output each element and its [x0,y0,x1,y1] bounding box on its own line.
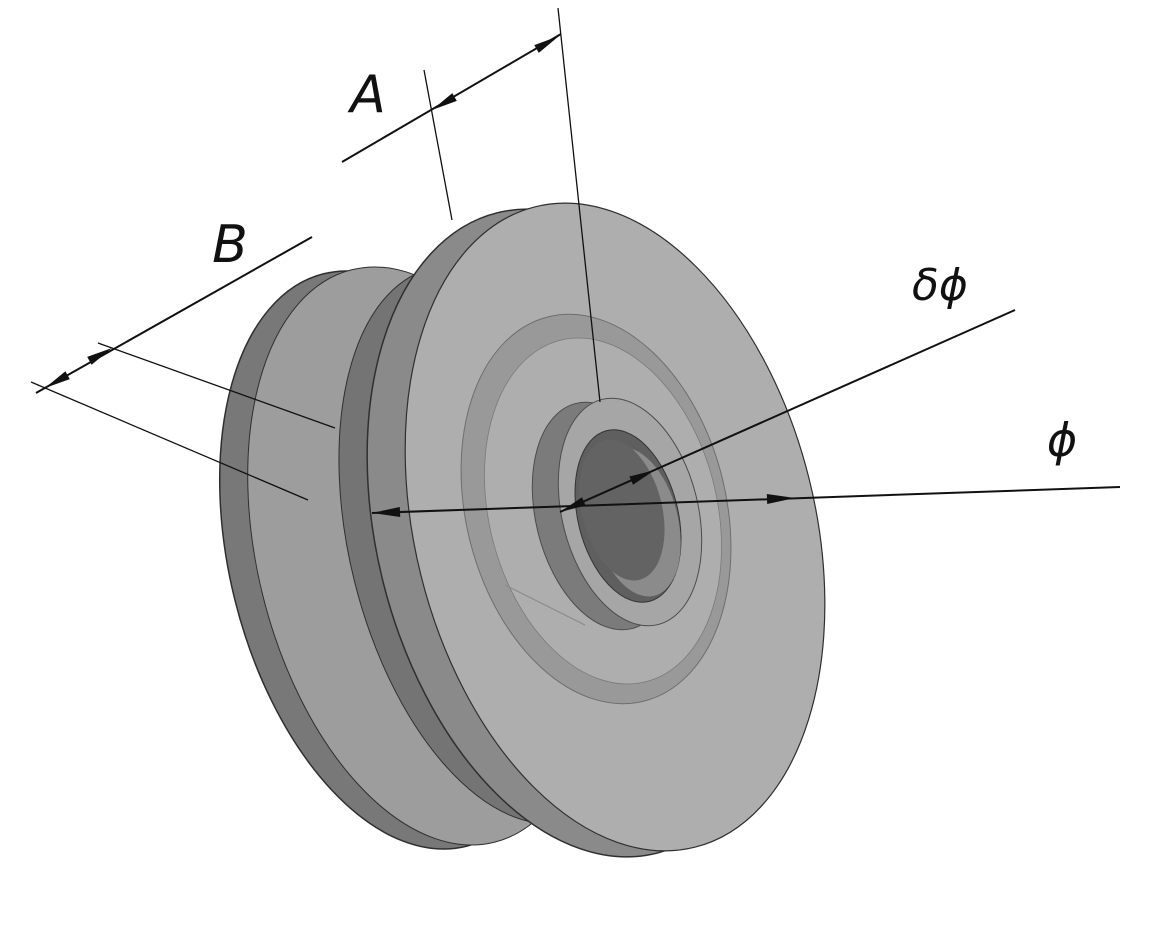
dim-a-extension-line-1 [423,69,453,221]
dim-b-arrow-lower [45,371,70,388]
dim-b-extension-line-2 [30,381,309,501]
face-edge-line [504,584,586,626]
dim-a-label: A [347,65,386,125]
dim-b-extension-line-1 [97,342,336,429]
dim-b-line [35,236,313,394]
dim-outer-arrow-left [372,507,401,517]
dimension-b: B [30,215,336,501]
dim-bore-arrow-outer [629,470,655,485]
dim-b-arrow-upper [87,348,112,365]
dim-bore-label: δϕ [912,260,968,311]
dim-a-extension-line-2 [557,7,601,403]
dimension-outer-diameter: ϕ [371,413,1121,517]
dim-b-label: B [212,215,248,275]
wheel [218,202,826,858]
dim-outer-line [371,486,1121,514]
dim-outer-label: ϕ [1047,413,1077,467]
dim-a-arrow-left [432,93,457,110]
dim-outer-arrow-right [766,494,795,504]
dimension-a: A [341,7,601,403]
dim-a-arrow-right [534,36,559,53]
dimension-bore-diameter: δϕ [559,260,1016,513]
dim-bore-arrow-inner [560,497,586,512]
